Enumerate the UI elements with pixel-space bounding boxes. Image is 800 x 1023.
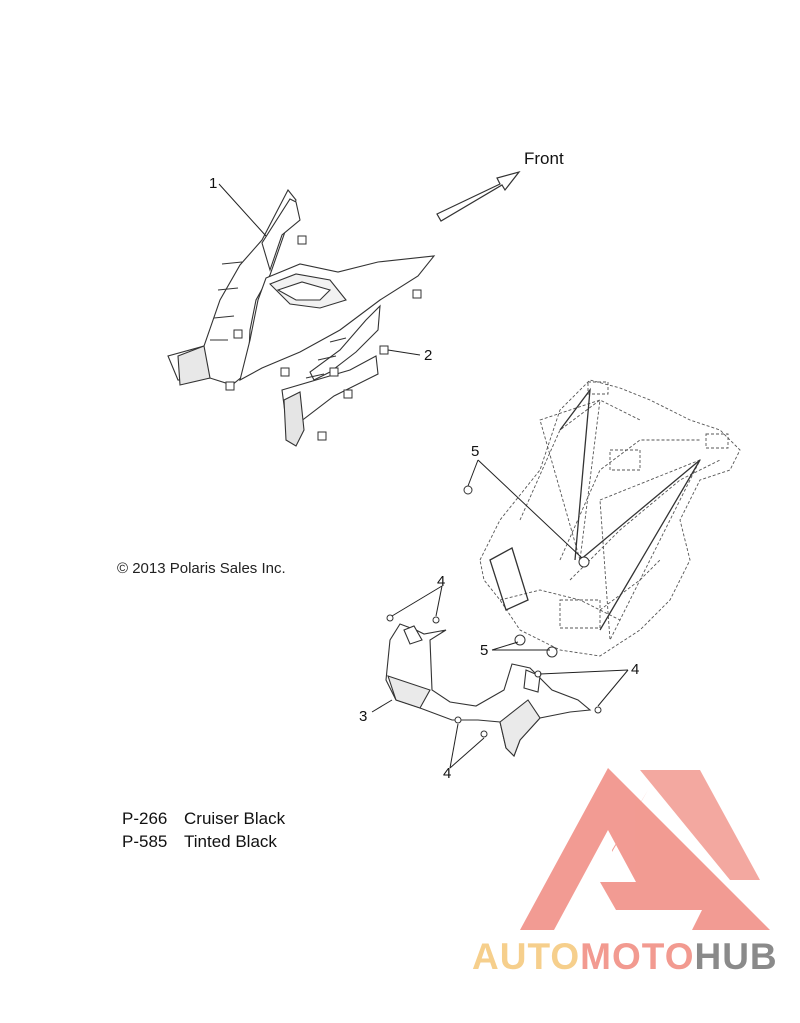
clips-part-2 [225,235,422,441]
color-name: Tinted Black [184,832,277,851]
front-arrow-icon [436,170,521,222]
callout-1: 1 [209,175,217,192]
callout-4-right: 4 [631,661,639,678]
leader-lines [218,183,629,769]
color-code-row: P-266 Cruiser Black [122,807,285,830]
brand-part-moto: MOTO [580,936,695,977]
front-label: Front [524,149,564,168]
watermark-logo-icon [520,768,770,930]
color-code-row: P-585 Tinted Black [122,830,285,853]
brand-part-hub: HUB [694,936,778,977]
callout-5-lower: 5 [480,642,488,659]
callout-4-upper: 4 [437,573,445,590]
callout-4-lower: 4 [443,765,451,782]
callout-3: 3 [359,708,367,725]
callout-2: 2 [424,347,432,364]
frame-assembly-bold [489,387,701,631]
color-name: Cruiser Black [184,809,286,828]
brand-part-auto: AUTO [472,936,581,977]
callout-5-upper: 5 [471,443,479,460]
watermark-brand-text: AUTOMOTOHUB [472,936,778,978]
color-code: P-585 [122,832,168,851]
copyright-text: © 2013 Polaris Sales Inc. [117,560,286,577]
upper-panel-part-1 [167,188,436,447]
frame-assembly [479,379,741,657]
color-code: P-266 [122,809,168,828]
screws-part-4 [386,614,602,738]
nuts-part-5 [463,485,590,658]
color-code-list: P-266 Cruiser Black P-585 Tinted Black [122,807,285,853]
